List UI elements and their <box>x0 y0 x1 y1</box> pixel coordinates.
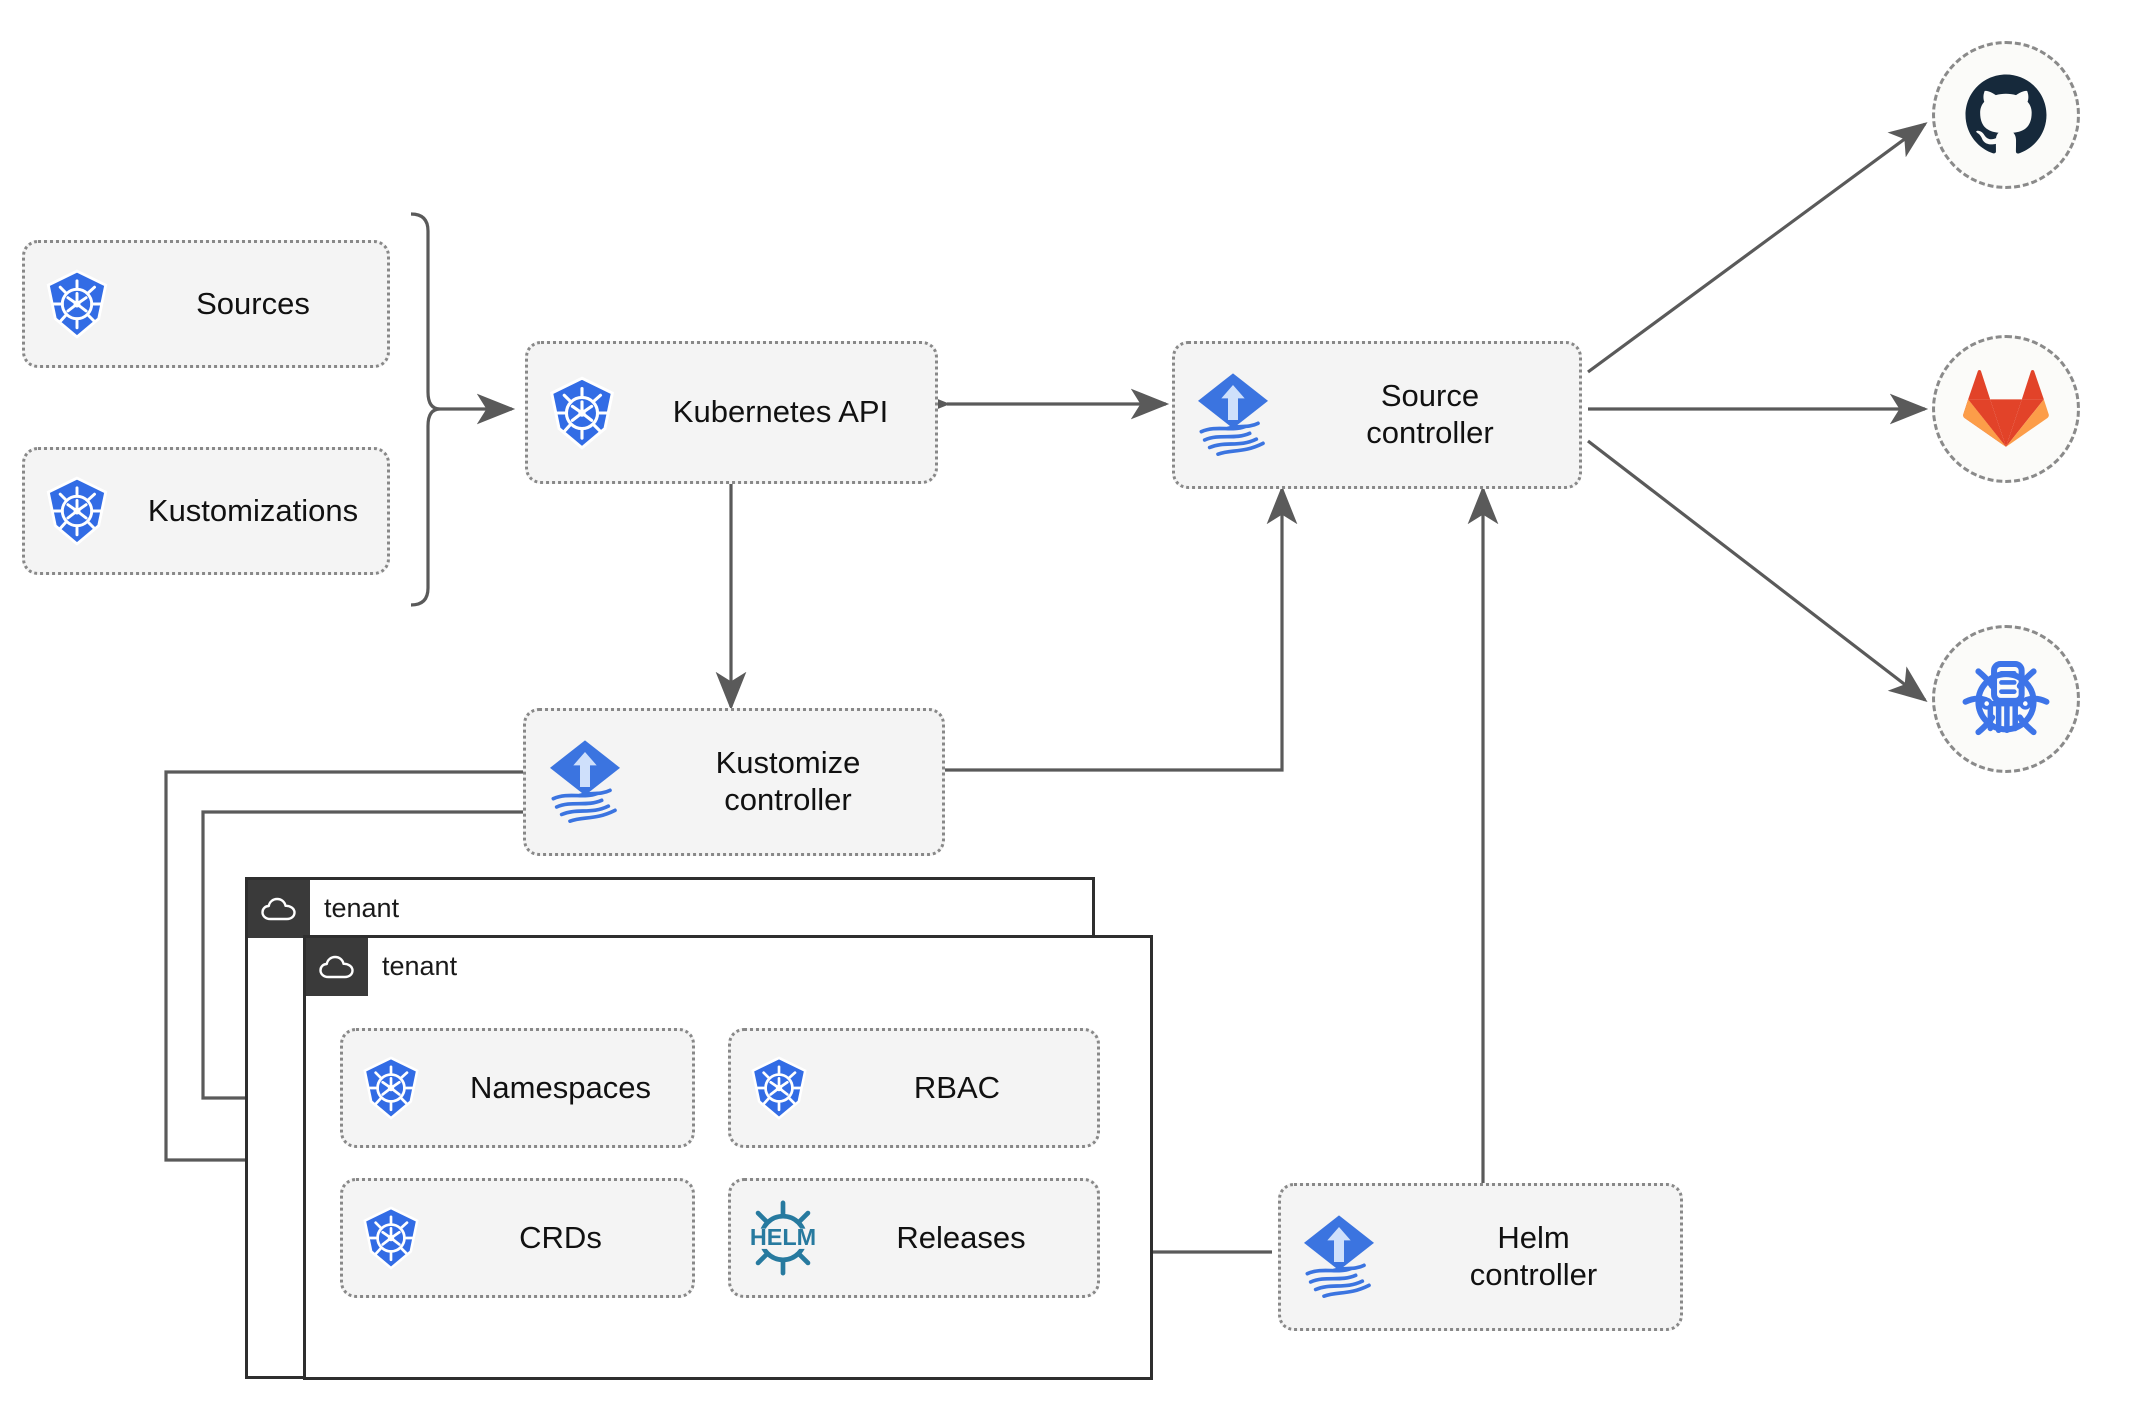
node-label: Source controller <box>1366 378 1494 450</box>
node-rbac[interactable]: RBAC <box>728 1028 1100 1148</box>
cloud-icon <box>248 880 310 938</box>
node-label: Namespaces <box>470 1069 651 1105</box>
kubernetes-icon <box>25 268 129 340</box>
node-releases[interactable]: HELM Releases <box>728 1178 1100 1298</box>
node-source-controller[interactable]: Source controller <box>1172 341 1582 489</box>
kubernetes-icon <box>528 375 636 451</box>
kubernetes-icon <box>343 1205 439 1271</box>
node-kustomize-controller[interactable]: Kustomize controller <box>523 708 945 856</box>
github-icon <box>1965 74 2047 154</box>
flux-icon <box>526 737 644 827</box>
node-label: RBAC <box>913 1069 1001 1105</box>
tenant-label: tenant <box>324 893 400 923</box>
kubernetes-icon <box>343 1055 439 1121</box>
kubernetes-glyph <box>363 1056 419 1120</box>
svg-text:HELM: HELM <box>750 1224 816 1250</box>
kubernetes-glyph <box>363 1206 419 1270</box>
node-label: CRDs <box>519 1219 602 1255</box>
node-label: Kustomizations <box>147 492 359 528</box>
external-github[interactable] <box>1932 41 2080 189</box>
node-kubernetes-api[interactable]: Kubernetes API <box>525 341 938 484</box>
flux-glyph <box>1198 373 1268 456</box>
node-crds[interactable]: CRDs <box>340 1178 695 1298</box>
edge-source-controller-to-helm-repository <box>1587 439 1928 702</box>
cloud-glyph <box>261 897 296 921</box>
kubernetes-icon <box>731 1055 827 1121</box>
helm-glyph: HELM <box>744 1200 822 1276</box>
cloud-icon <box>306 938 368 996</box>
node-helm-controller[interactable]: Helm controller <box>1278 1183 1683 1331</box>
helm-icon: HELM <box>731 1199 835 1277</box>
node-sources[interactable]: Sources <box>22 240 390 368</box>
flux-icon <box>1175 370 1291 460</box>
helm-repository-icon <box>1962 661 2050 736</box>
flux-glyph <box>1304 1215 1374 1298</box>
node-label: Releases <box>896 1219 1026 1255</box>
cloud-glyph <box>319 955 354 979</box>
node-namespaces[interactable]: Namespaces <box>340 1028 695 1148</box>
flux-icon <box>1281 1212 1397 1302</box>
kubernetes-glyph <box>549 376 615 450</box>
edge-kustomize-controller-to-source-controller <box>945 485 1298 772</box>
edge-group-bracket <box>410 212 441 607</box>
external-helm-repository[interactable] <box>1932 625 2080 773</box>
node-kustomizations[interactable]: Kustomizations <box>22 447 390 575</box>
node-label: Helm controller <box>1469 1220 1598 1292</box>
node-label: Sources <box>196 285 310 321</box>
kubernetes-glyph <box>46 476 108 546</box>
external-gitlab[interactable] <box>1932 335 2080 483</box>
flux-glyph <box>550 740 620 823</box>
edge-source-controller-to-github <box>1587 122 1928 374</box>
tenant-frame-front: tenant <box>303 935 1153 1380</box>
kubernetes-glyph <box>751 1056 807 1120</box>
kubernetes-icon <box>25 475 129 547</box>
gitlab-icon <box>1963 370 2049 447</box>
node-label: Kubernetes API <box>672 394 889 430</box>
node-label: Kustomize controller <box>715 745 861 817</box>
kubernetes-glyph <box>46 269 108 339</box>
tenant-label: tenant <box>382 951 458 981</box>
